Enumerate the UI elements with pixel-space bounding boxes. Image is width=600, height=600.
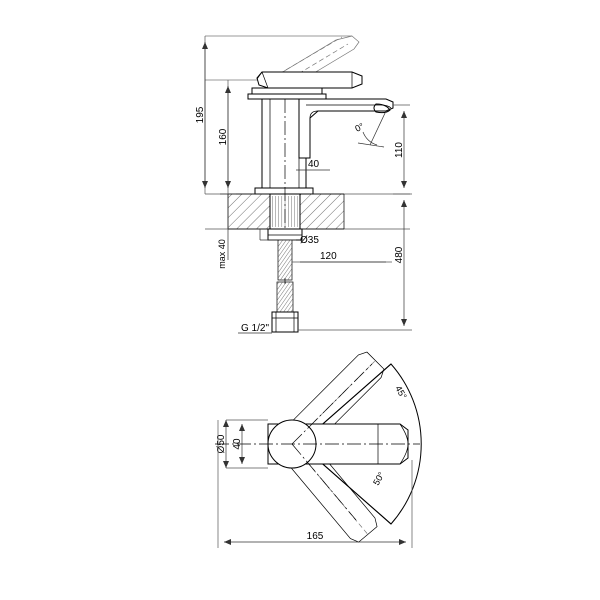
dim-label-480: 480 bbox=[394, 246, 405, 263]
dim-label-40-plan: 40 bbox=[232, 438, 243, 450]
spout-arm bbox=[299, 99, 393, 158]
handle-lever bbox=[257, 72, 362, 88]
dim-label-40-body: 40 bbox=[308, 159, 320, 170]
faucet-body-column bbox=[262, 99, 306, 192]
dimension-max-thickness: max 40 bbox=[217, 193, 236, 269]
dim-label-120: 120 bbox=[320, 251, 337, 262]
flex-hose-upper bbox=[277, 239, 293, 281]
plan-centerlines bbox=[215, 363, 420, 521]
dimension-body-width: 40 bbox=[296, 159, 330, 171]
dimension-swivel-50: 50° bbox=[371, 470, 387, 487]
dim-label-d35: Ø35 bbox=[300, 235, 319, 246]
dimension-overall-length: 165 bbox=[217, 420, 413, 548]
countertop-section bbox=[205, 193, 410, 230]
dim-label-max-40: max 40 bbox=[217, 239, 227, 269]
dimension-shank-diameter: Ø35 bbox=[259, 229, 319, 246]
handle-cap bbox=[248, 88, 326, 99]
plan-view: Ø50 40 165 45° 50° bbox=[215, 351, 421, 548]
dimension-spout-height: 160 bbox=[218, 80, 231, 194]
dim-label-50-degrees: 50° bbox=[371, 470, 387, 487]
label-thread-connection: G 1/2" bbox=[238, 323, 272, 334]
dimension-handle-angle: 0° bbox=[353, 110, 387, 148]
dim-label-0-degrees: 0° bbox=[353, 121, 366, 134]
dim-label-d50: Ø50 bbox=[216, 434, 227, 453]
elevation-view: 195 160 40 0° 110 bbox=[195, 35, 412, 334]
flex-hose-lower bbox=[276, 278, 294, 313]
threaded-shank bbox=[270, 99, 300, 240]
dim-label-165: 165 bbox=[307, 531, 324, 542]
dimension-spout-plan-width: 40 bbox=[232, 424, 245, 464]
dim-label-195: 195 bbox=[195, 106, 206, 123]
dimension-total-height: 195 bbox=[195, 36, 208, 194]
dimension-hose-offset: 120 bbox=[292, 251, 392, 263]
dimension-base-diameter: Ø50 bbox=[216, 419, 268, 469]
dim-label-110: 110 bbox=[394, 142, 405, 158]
dimension-total-hose-length: 480 bbox=[298, 200, 412, 331]
locking-nut bbox=[268, 229, 302, 240]
dimension-reach-height: 110 bbox=[393, 104, 412, 195]
base-flange bbox=[255, 188, 313, 194]
hose-connector bbox=[272, 312, 298, 332]
dim-label-g-half: G 1/2" bbox=[241, 323, 269, 334]
dim-label-160: 160 bbox=[218, 128, 229, 145]
